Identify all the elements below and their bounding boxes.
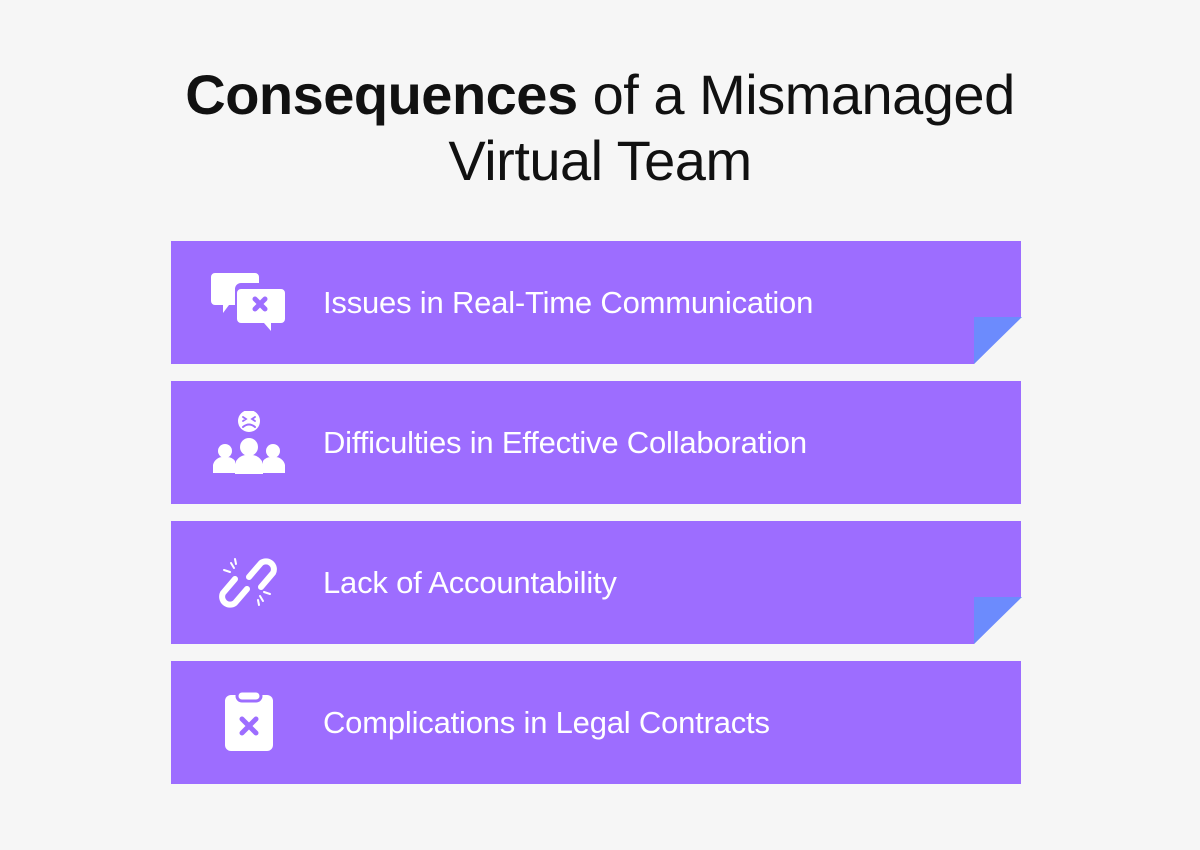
chat-bubbles-x-icon bbox=[211, 271, 287, 335]
item-label: Lack of Accountability bbox=[323, 565, 617, 600]
list-item-accountability: Lack of Accountability bbox=[171, 521, 1021, 644]
clipboard-x-icon bbox=[211, 691, 287, 755]
frustrated-team-icon bbox=[211, 411, 287, 475]
title-bold: Consequences bbox=[185, 63, 578, 126]
list-item-legal-contracts: Complications in Legal Contracts bbox=[171, 661, 1021, 784]
list-item-collaboration: Difficulties in Effective Collaboration bbox=[171, 381, 1021, 504]
folded-corner bbox=[974, 317, 1022, 364]
page-title: Consequences of a Mismanaged Virtual Tea… bbox=[0, 62, 1200, 194]
item-label: Issues in Real-Time Communication bbox=[323, 285, 814, 320]
item-label: Complications in Legal Contracts bbox=[323, 705, 770, 740]
title-line-1: Consequences of a Mismanaged bbox=[0, 62, 1200, 128]
folded-corner bbox=[974, 597, 1022, 644]
title-rest: of a Mismanaged bbox=[577, 63, 1016, 126]
title-line-2: Virtual Team bbox=[448, 129, 752, 192]
broken-link-icon bbox=[211, 551, 287, 615]
item-label: Difficulties in Effective Collaboration bbox=[323, 425, 807, 460]
list-item-communication: Issues in Real-Time Communication bbox=[171, 241, 1021, 364]
